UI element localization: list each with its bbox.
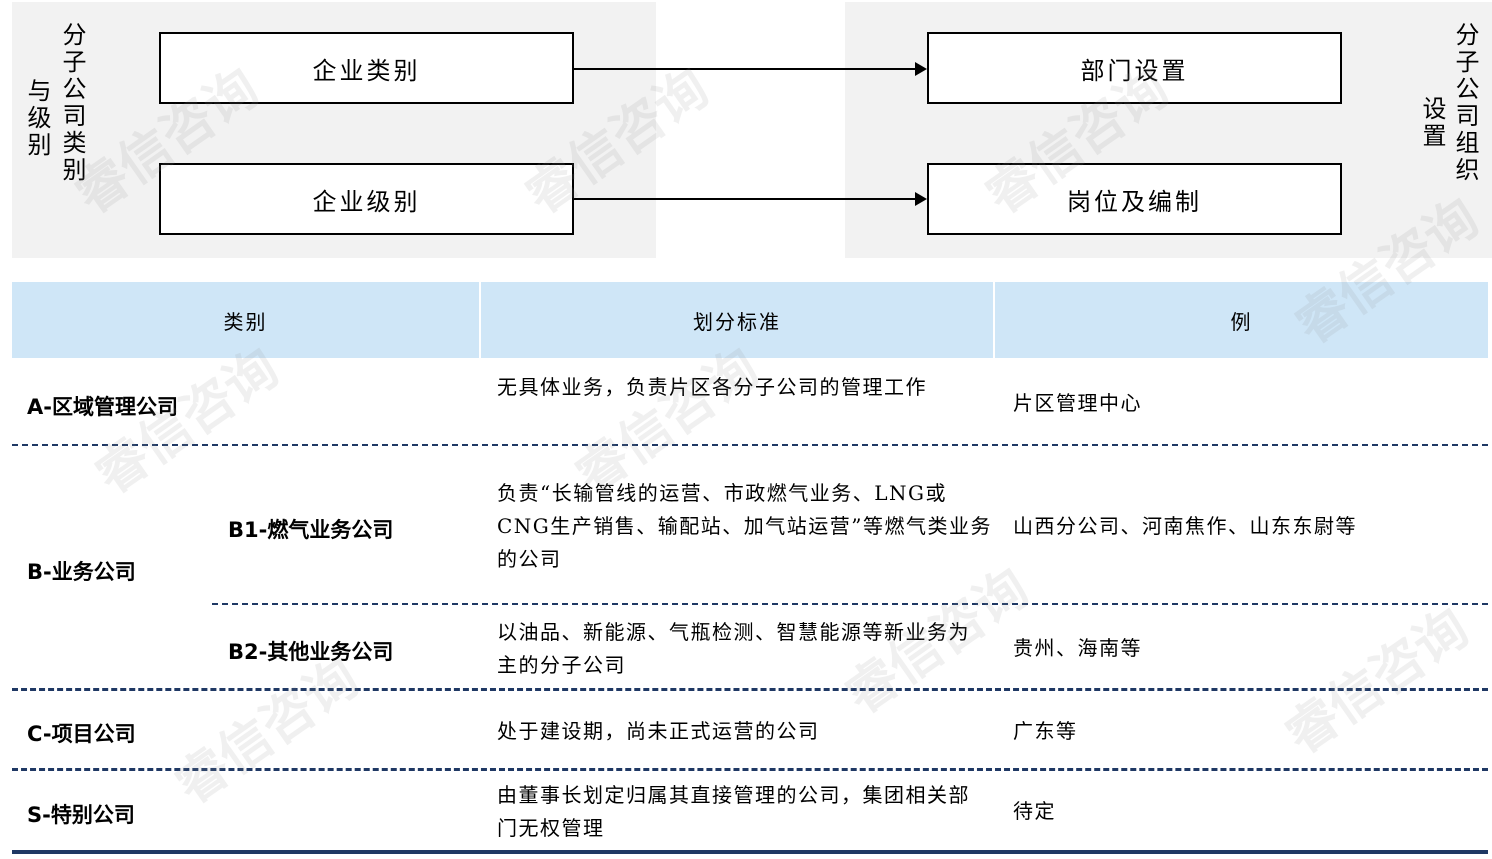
row-divider (12, 444, 1488, 446)
table-bottom-border (12, 850, 1488, 854)
left-vertical-label-2: 与级别 (23, 78, 51, 159)
row-b2-example: 贵州、海南等 (1013, 636, 1142, 660)
row-b-category: B-业务公司 (27, 560, 136, 584)
enterprise-category-box: 企业类别 (159, 32, 574, 104)
enterprise-level-box: 企业级别 (159, 163, 574, 235)
right-vertical-label: 分子公司组织 (1451, 22, 1479, 184)
arrow-right-icon (574, 62, 927, 76)
right-vertical-label-2: 设置 (1418, 96, 1446, 150)
row-c-example: 广东等 (1013, 719, 1078, 743)
row-b2-criteria: 以油品、新能源、气瓶检测、智慧能源等新业务为主的分子公司 (497, 620, 970, 677)
header-example: 例 (995, 282, 1488, 358)
row-divider (12, 688, 1488, 691)
arrow-right-icon (574, 192, 927, 206)
posts-staffing-box: 岗位及编制 (927, 163, 1342, 235)
left-vertical-label: 分子公司类别 (58, 22, 86, 184)
row-s-category: S-特别公司 (27, 803, 135, 827)
row-s-criteria: 由董事长划定归属其直接管理的公司，集团相关部门无权管理 (497, 783, 970, 840)
row-c-category: C-项目公司 (27, 722, 136, 746)
row-divider (12, 768, 1488, 771)
row-b1-example: 山西分公司、河南焦作、山东东尉等 (1013, 514, 1357, 538)
row-b1-category: B1-燃气业务公司 (228, 518, 394, 542)
header-category: 类别 (12, 282, 479, 358)
row-s-example: 待定 (1013, 799, 1056, 823)
department-setup-box: 部门设置 (927, 32, 1342, 104)
row-b2-category: B2-其他业务公司 (228, 640, 394, 664)
row-a-category: A-区域管理公司 (27, 395, 178, 419)
header-criteria: 划分标准 (481, 282, 993, 358)
row-divider (212, 603, 1488, 605)
row-b1-criteria: 负责“长输管线的运营、市政燃气业务、LNG或CNG生产销售、输配站、加气站运营”… (497, 481, 993, 571)
row-a-example: 片区管理中心 (1013, 391, 1142, 415)
row-c-criteria: 处于建设期，尚未正式运营的公司 (497, 719, 820, 743)
row-a-criteria: 无具体业务，负责片区各分子公司的管理工作 (497, 375, 927, 399)
